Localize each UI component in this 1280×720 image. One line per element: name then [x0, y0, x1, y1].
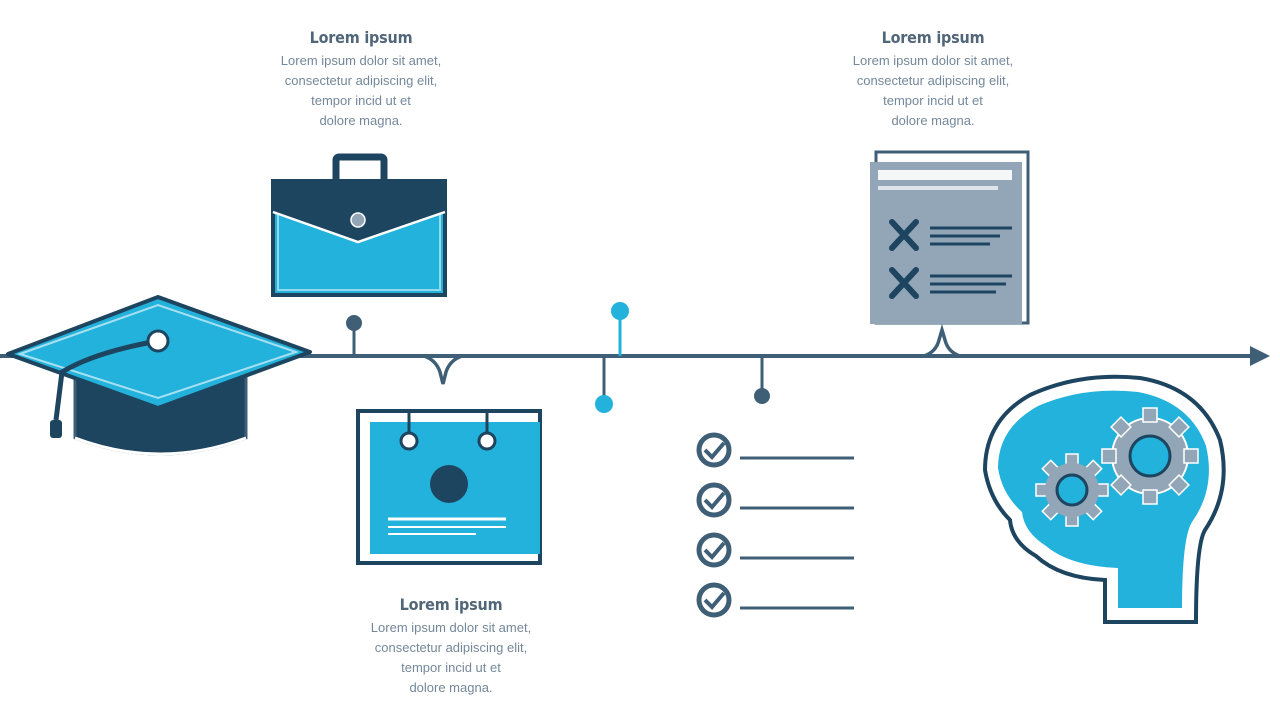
- caption-title: Lorem ipsum: [309, 28, 413, 47]
- caption-briefcase: Lorem ipsum Lorem ipsum dolor sit amet, …: [250, 28, 472, 131]
- caption-line: dolore magna.: [891, 113, 975, 128]
- caption-line: Lorem ipsum dolor sit amet,: [370, 620, 532, 635]
- certificate-icon: [356, 409, 542, 565]
- checklist-icon: [696, 432, 854, 618]
- caption-line: tempor incid ut et: [401, 660, 501, 675]
- marker-notch: [423, 354, 463, 385]
- caption-line: consectetur adipiscing elit,: [856, 73, 1010, 88]
- graduation-cap-icon: [6, 295, 312, 456]
- caption-title: Lorem ipsum: [399, 595, 503, 614]
- marker-notch: [923, 323, 961, 358]
- head-gears-icon: [982, 374, 1226, 624]
- gear-small: [1035, 453, 1109, 527]
- checklist-row: [696, 432, 854, 468]
- caption-line: tempor incid ut et: [883, 93, 983, 108]
- checklist-row: [696, 532, 854, 568]
- marker-dot-cyan: [595, 395, 613, 413]
- document-x-icon: [870, 150, 1030, 325]
- briefcase-icon: [271, 153, 447, 297]
- caption-title: Lorem ipsum: [881, 28, 985, 47]
- caption-line: dolore magna.: [319, 113, 403, 128]
- marker-dot: [346, 315, 362, 331]
- timeline-markers: [346, 302, 961, 413]
- caption-line: dolore magna.: [409, 680, 493, 695]
- checklist-row: [696, 482, 854, 518]
- caption-line: Lorem ipsum dolor sit amet,: [280, 53, 442, 68]
- caption-line: tempor incid ut et: [311, 93, 411, 108]
- timeline-arrow-head: [1250, 346, 1270, 366]
- marker-dot: [754, 388, 770, 404]
- caption-line: consectetur adipiscing elit,: [374, 640, 528, 655]
- caption-document: Lorem ipsum Lorem ipsum dolor sit amet, …: [822, 28, 1044, 131]
- caption-line: Lorem ipsum dolor sit amet,: [852, 53, 1014, 68]
- checklist-row: [696, 582, 854, 618]
- marker-dot-cyan: [611, 302, 629, 320]
- caption-certificate: Lorem ipsum Lorem ipsum dolor sit amet, …: [340, 595, 562, 698]
- caption-line: consectetur adipiscing elit,: [284, 73, 438, 88]
- gear-large: [1101, 407, 1199, 505]
